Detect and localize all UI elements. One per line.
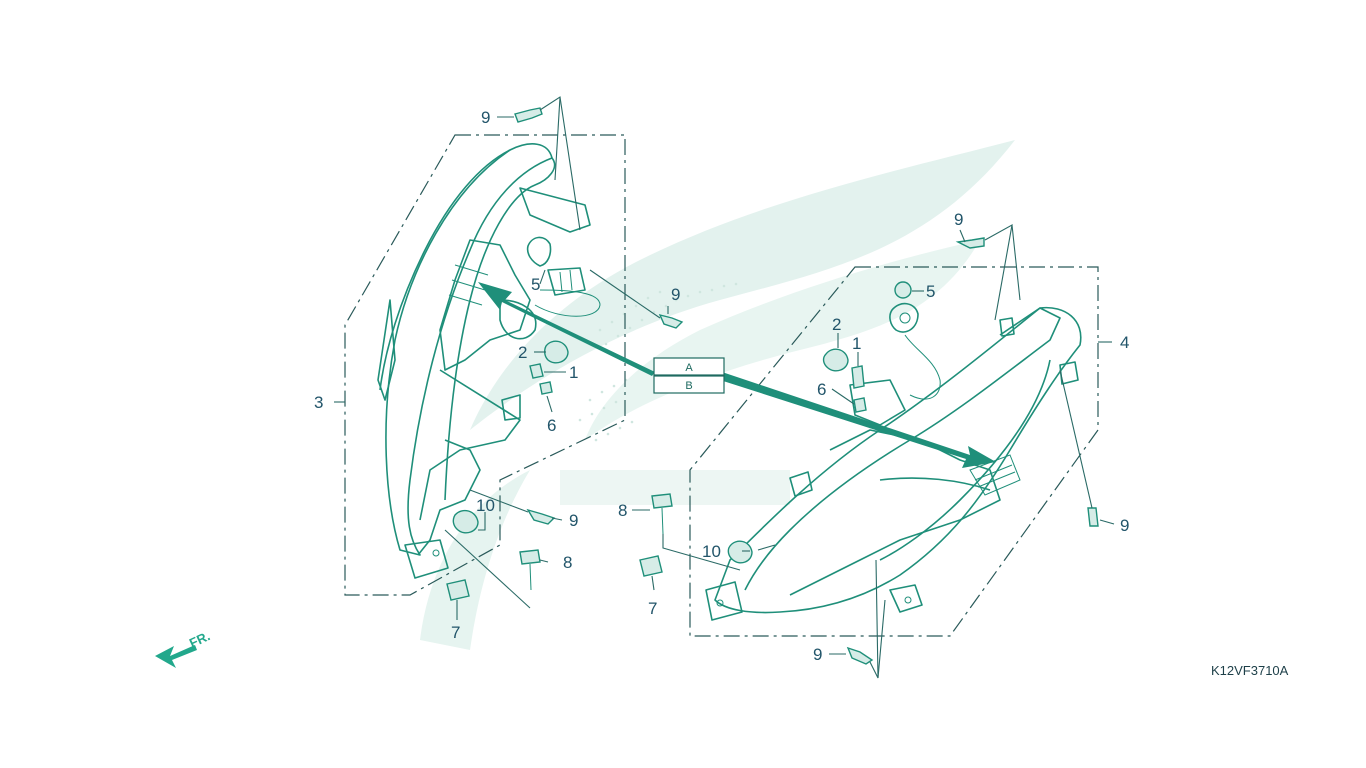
label-1: 1 bbox=[852, 334, 861, 353]
label-9: 9 bbox=[481, 108, 490, 127]
bulb-left bbox=[526, 236, 586, 296]
label-7: 7 bbox=[648, 599, 657, 618]
label-6: 6 bbox=[547, 416, 556, 435]
callout-a-text: A bbox=[685, 362, 693, 374]
label-3: 3 bbox=[314, 393, 323, 412]
bulb-right bbox=[889, 302, 941, 400]
label-9: 9 bbox=[1120, 516, 1129, 535]
label-5: 5 bbox=[926, 282, 935, 301]
watermark-wing-logo bbox=[420, 140, 1015, 650]
callout-b-text: B bbox=[685, 380, 692, 392]
label-9: 9 bbox=[954, 210, 963, 229]
label-10: 10 bbox=[476, 496, 495, 515]
label-7: 7 bbox=[451, 623, 460, 642]
front-direction-arrow: FR. bbox=[155, 628, 212, 668]
label-2: 2 bbox=[518, 343, 527, 362]
label-4: 4 bbox=[1120, 333, 1129, 352]
label-9: 9 bbox=[569, 511, 578, 530]
reference-arrows bbox=[478, 282, 996, 468]
leader-lines bbox=[334, 96, 1115, 679]
label-2: 2 bbox=[832, 315, 841, 334]
callout-box-a: A bbox=[653, 357, 725, 376]
label-6: 6 bbox=[817, 380, 826, 399]
label-9: 9 bbox=[813, 645, 822, 664]
hardware-parts bbox=[446, 107, 1099, 665]
headlight-left bbox=[377, 143, 601, 579]
label-8: 8 bbox=[563, 553, 572, 572]
label-1: 1 bbox=[569, 363, 578, 382]
callout-box-b: B bbox=[653, 375, 725, 394]
label-5: 5 bbox=[531, 275, 540, 294]
label-8: 8 bbox=[618, 501, 627, 520]
drawing-code: K12VF3710A bbox=[1211, 663, 1289, 678]
label-9: 9 bbox=[671, 285, 680, 304]
front-arrow-label: FR. bbox=[187, 628, 212, 650]
assembly-outline-right bbox=[689, 266, 1099, 637]
label-10: 10 bbox=[702, 542, 721, 561]
assembly-outline-left bbox=[344, 134, 626, 596]
part-labels: 9 9 5 2 1 6 3 10 9 8 7 8 7 10 9 5 2 1 6 … bbox=[314, 108, 1129, 664]
